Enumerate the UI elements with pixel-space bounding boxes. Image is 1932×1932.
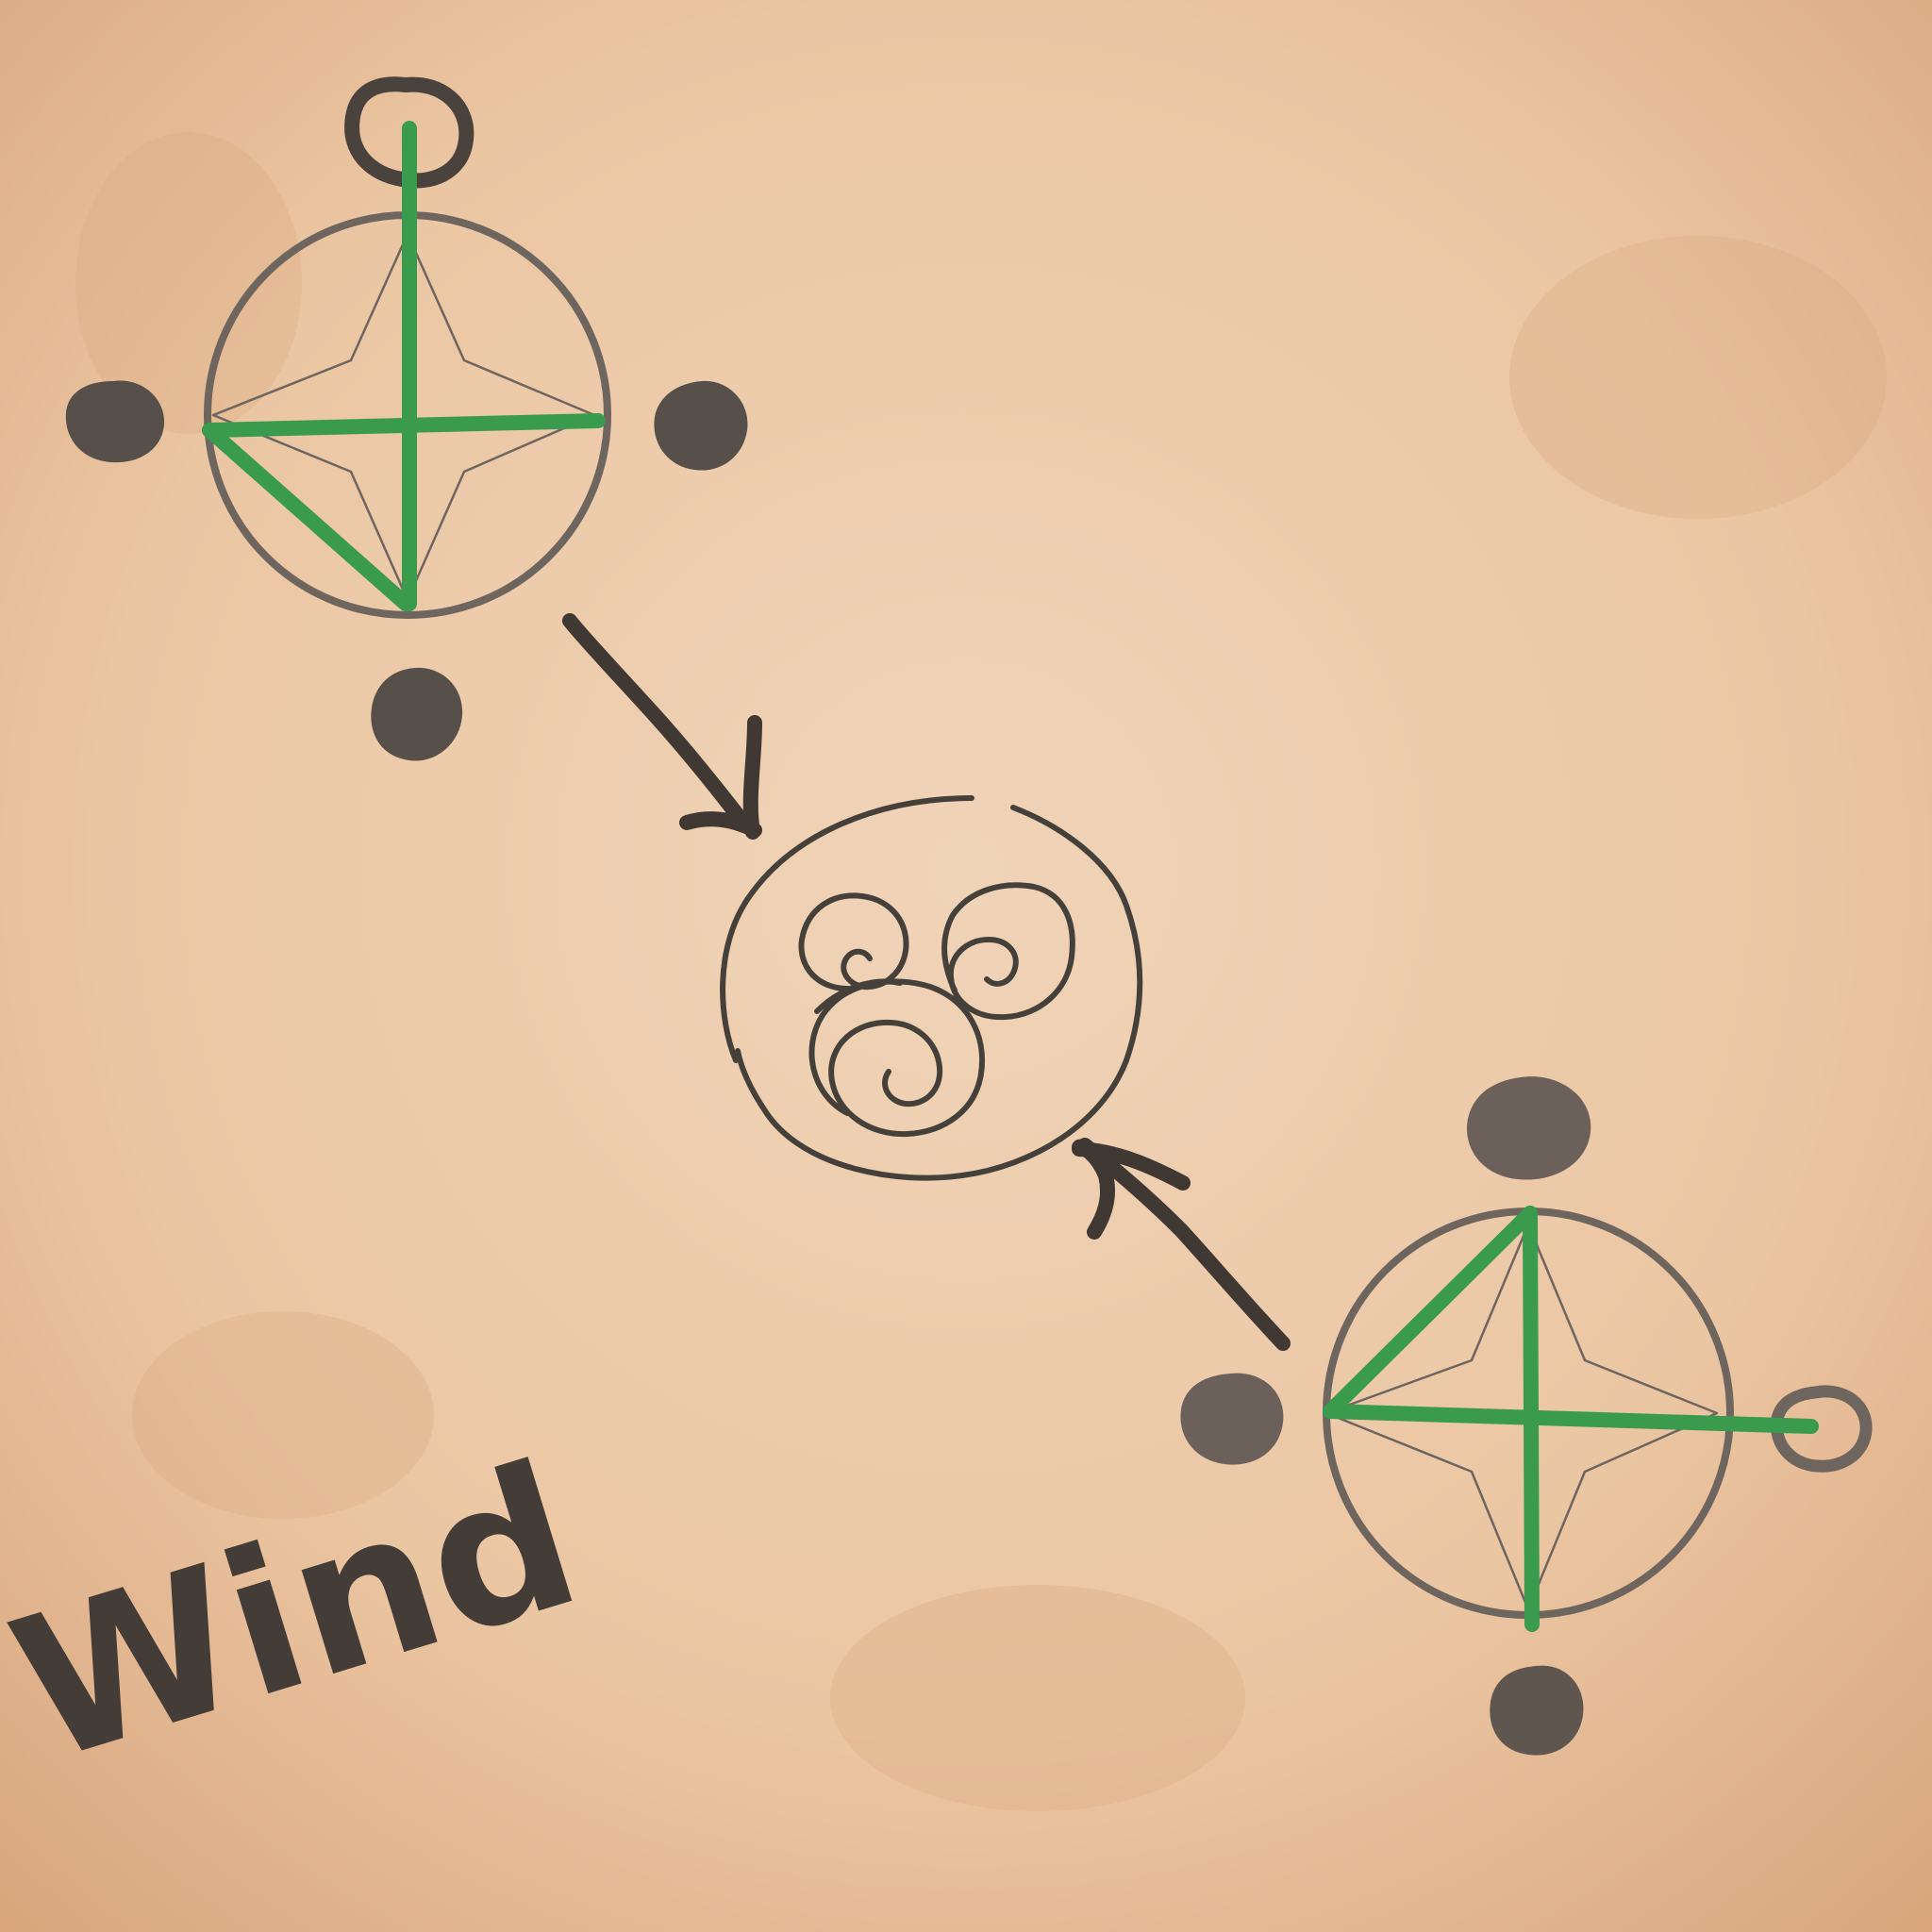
compass-rune-icon	[1180, 1076, 1873, 1756]
hollow-node-icon	[1770, 1385, 1873, 1473]
wind-core-ring	[720, 795, 974, 1063]
compass-rune-icon	[65, 76, 748, 761]
wind-swirl	[798, 892, 909, 992]
arrow-icon	[1072, 1138, 1291, 1351]
dot-icon	[65, 380, 165, 463]
paper-stains	[75, 132, 1887, 1811]
wind-swirl	[814, 978, 903, 1014]
rune-green-strokes	[202, 121, 606, 611]
dot-icon	[1490, 1665, 1584, 1756]
dot-icon	[654, 380, 748, 471]
wind-swirl	[941, 882, 1075, 1021]
arrow-icon	[562, 613, 762, 840]
dot-icon	[1467, 1076, 1591, 1180]
wind-core-ring	[735, 805, 1143, 1181]
dot-icon	[1180, 1373, 1284, 1465]
dot-icon	[371, 667, 463, 761]
wind-spiral-icon	[720, 795, 1143, 1181]
rune-green-strokes	[1323, 1206, 1819, 1632]
